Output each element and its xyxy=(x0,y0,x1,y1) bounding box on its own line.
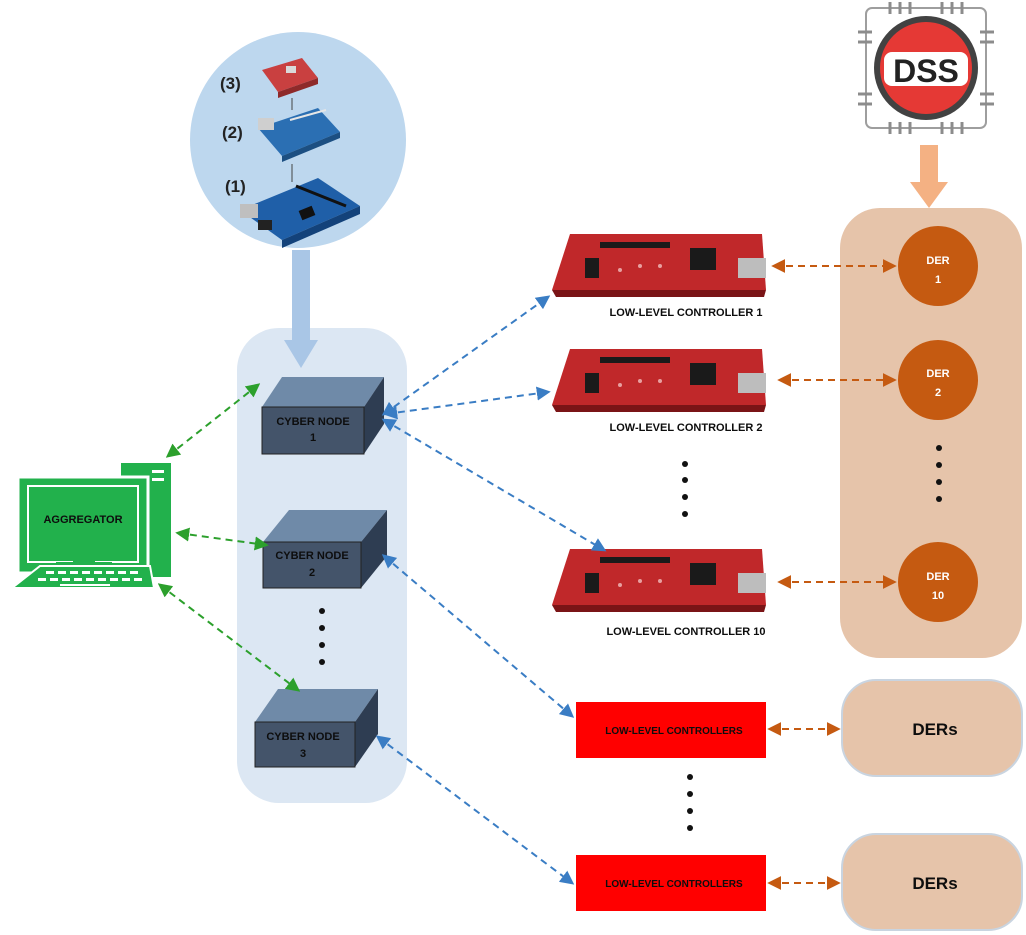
shield-board-2-icon xyxy=(258,108,340,162)
node-1-to-controller-2-arrow xyxy=(383,386,551,420)
der-2[interactable]: DER 2 xyxy=(898,340,978,420)
cyber-node-3[interactable]: CYBER NODE 3 xyxy=(254,689,378,768)
llc-box-1-label: LOW-LEVEL CONTROLLERS xyxy=(605,726,743,737)
hardware-stack: (3) (2) (1) xyxy=(190,32,406,248)
stack-label-3: (3) xyxy=(220,74,241,93)
der-panel xyxy=(840,208,1022,658)
der-1-label: DER xyxy=(926,255,949,267)
node-2-to-llc-box-1-arrow xyxy=(381,554,575,718)
controller-2-label: LOW-LEVEL CONTROLLER 2 xyxy=(610,422,763,434)
aggregator-connections xyxy=(157,383,301,692)
der-10-label: DER xyxy=(926,571,949,583)
der-group-2-label: DERs xyxy=(912,874,957,893)
cyber-node-1-number: 1 xyxy=(310,432,316,444)
dss-chip-icon: DSS xyxy=(858,2,994,134)
stack-to-node-arrow xyxy=(284,250,318,368)
cyber-node-1-label: CYBER NODE xyxy=(276,416,349,428)
dss-label: DSS xyxy=(893,53,959,89)
llc-ellipsis xyxy=(687,774,693,831)
cyber-node-3-number: 3 xyxy=(300,748,306,760)
der-1-number: 1 xyxy=(935,274,941,286)
stack-label-2: (2) xyxy=(222,123,243,142)
cyber-node-2-number: 2 xyxy=(309,567,315,579)
der-10-number: 10 xyxy=(932,590,944,602)
der-ellipsis xyxy=(936,445,942,502)
dss-to-der-arrow xyxy=(910,145,948,208)
der-10[interactable]: DER 10 xyxy=(898,542,978,622)
der-2-label: DER xyxy=(926,368,949,380)
cyber-node-2-label: CYBER NODE xyxy=(275,550,348,562)
shield-board-3-icon xyxy=(262,58,318,98)
cyber-node-2[interactable]: CYBER NODE 2 xyxy=(262,510,387,589)
aggregator-to-node-3-arrow xyxy=(157,583,301,692)
controller-board-1[interactable] xyxy=(552,234,766,297)
llc-box-2[interactable]: LOW-LEVEL CONTROLLERS xyxy=(576,855,766,911)
node-3-to-llc-box-2-arrow xyxy=(375,735,575,885)
stack-label-1: (1) xyxy=(225,177,246,196)
node-1-to-controller-1-arrow xyxy=(381,295,551,416)
controller-board-2[interactable] xyxy=(552,349,766,412)
der-2-number: 2 xyxy=(935,387,941,399)
der-1[interactable]: DER 1 xyxy=(898,226,978,306)
cyber-node-1[interactable]: CYBER NODE 1 xyxy=(261,377,384,455)
controller-1-label: LOW-LEVEL CONTROLLER 1 xyxy=(610,307,763,319)
node-1-to-controller-10-arrow xyxy=(381,418,607,552)
der-group-1[interactable]: DERs xyxy=(841,679,1023,777)
aggregator-to-node-2-arrow xyxy=(175,527,269,551)
controller-board-10[interactable] xyxy=(552,549,766,612)
llc-box-2-label: LOW-LEVEL CONTROLLERS xyxy=(605,879,743,890)
der-group-2[interactable]: DERs xyxy=(841,833,1023,931)
der-group-1-label: DERs xyxy=(912,720,957,739)
node-controller-connections xyxy=(375,295,607,885)
cyber-node-3-label: CYBER NODE xyxy=(266,731,339,743)
controller-ellipsis xyxy=(682,461,688,517)
aggregator-computer-icon[interactable]: AGGREGATOR xyxy=(9,461,173,589)
aggregator-label: AGGREGATOR xyxy=(43,514,122,526)
controller-10-label: LOW-LEVEL CONTROLLER 10 xyxy=(606,626,765,638)
arduino-mega-board-icon xyxy=(240,178,360,248)
controller-der-connections xyxy=(767,259,897,890)
llc-box-1[interactable]: LOW-LEVEL CONTROLLERS xyxy=(576,702,766,758)
cyber-node-ellipsis xyxy=(319,608,325,665)
